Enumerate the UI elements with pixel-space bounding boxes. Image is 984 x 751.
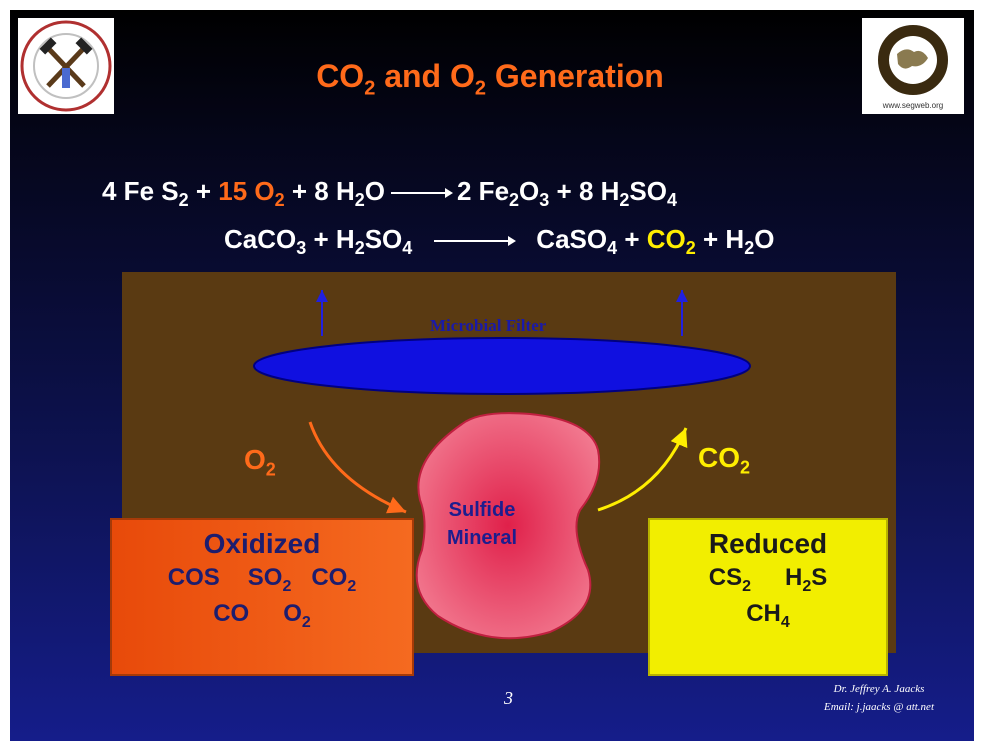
slide: www.segweb.org CO2 and O2 Generation 4 F… [10,10,974,741]
eq-term: H [335,224,355,254]
society-of-economic-geologists-logo: www.segweb.org [862,18,964,114]
eq-term: CaCO [224,224,297,254]
co2-label: CO2 [698,442,751,478]
eq-sub: 2 [744,238,755,259]
eq-plus: + [306,224,336,254]
eq-term: O [364,176,385,206]
eq-sub: 2 [354,190,365,211]
eq-sub: 4 [402,238,413,259]
eq-sub: 4 [667,190,678,211]
eq-plus: + [617,224,647,254]
eq-sub: 3 [539,190,550,211]
globe-seal-icon: www.segweb.org [876,23,950,110]
sulfide-mineral-shape [415,412,601,640]
eq-sub: 2 [354,238,365,259]
eq-term: H [725,224,745,254]
eq-term: O [519,176,540,206]
title-text: Generation [486,58,664,94]
eq-sub: 4 [607,238,618,259]
eq-plus: + [188,176,219,206]
eq-term: 8 H [314,176,355,206]
slide-title: CO2 and O2 Generation [160,58,820,100]
eq-sub: 2 [178,190,189,211]
eq-term: SO [364,224,403,254]
eq-term-highlight: CO2 [646,224,696,259]
mineral-line: Mineral [446,527,518,549]
seal-icon [20,20,112,112]
eq-sub: 2 [619,190,630,211]
diagram-graphics [253,290,751,640]
eq-term-highlight: 15 O2 [218,176,285,211]
reduced-heading: Reduced [708,528,828,559]
title-sub: 2 [474,77,486,100]
reduced-line-2: CH4 [746,599,790,631]
title-text: and O [375,58,475,94]
eq-term: CaSO [536,224,608,254]
eq-term: O [754,224,775,254]
reaction-arrow [434,236,517,247]
author-credit: Dr. Jeffrey A. Jaacks Email: j.jaacks @ … [804,680,954,716]
microbial-filter-ellipse [253,337,751,395]
eq-sub: 3 [296,238,307,259]
title-sub: 2 [364,77,376,100]
seg-url: www.segweb.org [882,101,943,110]
eq-term: 4 Fe S [102,176,179,206]
association-of-applied-geochemists-logo [18,18,114,114]
eq-term: SO [629,176,667,206]
eq-plus: + [695,224,726,254]
sulfide-mineral-label: Sulfide Mineral [434,496,530,552]
title-text: CO [316,58,365,94]
eq-term: 2 Fe [457,176,510,206]
page-number: 3 [504,688,513,708]
author-name: Dr. Jeffrey A. Jaacks [833,683,925,695]
author-email: Email: j.jaacks @ att.net [823,701,935,713]
eq-plus: + [284,176,315,206]
o2-arrow [308,421,407,514]
microbial-filter-label: Microbial Filter [430,316,547,335]
o2-label: O2 [244,444,276,480]
reaction-arrow [391,188,453,199]
mineral-line: Sulfide [448,499,516,521]
oxidized-heading: Oxidized [203,528,321,559]
eq-sub: 2 [509,190,520,211]
eq-term: 8 H [578,176,620,206]
eq-plus: + [549,176,579,206]
co2-arrow [597,427,688,512]
